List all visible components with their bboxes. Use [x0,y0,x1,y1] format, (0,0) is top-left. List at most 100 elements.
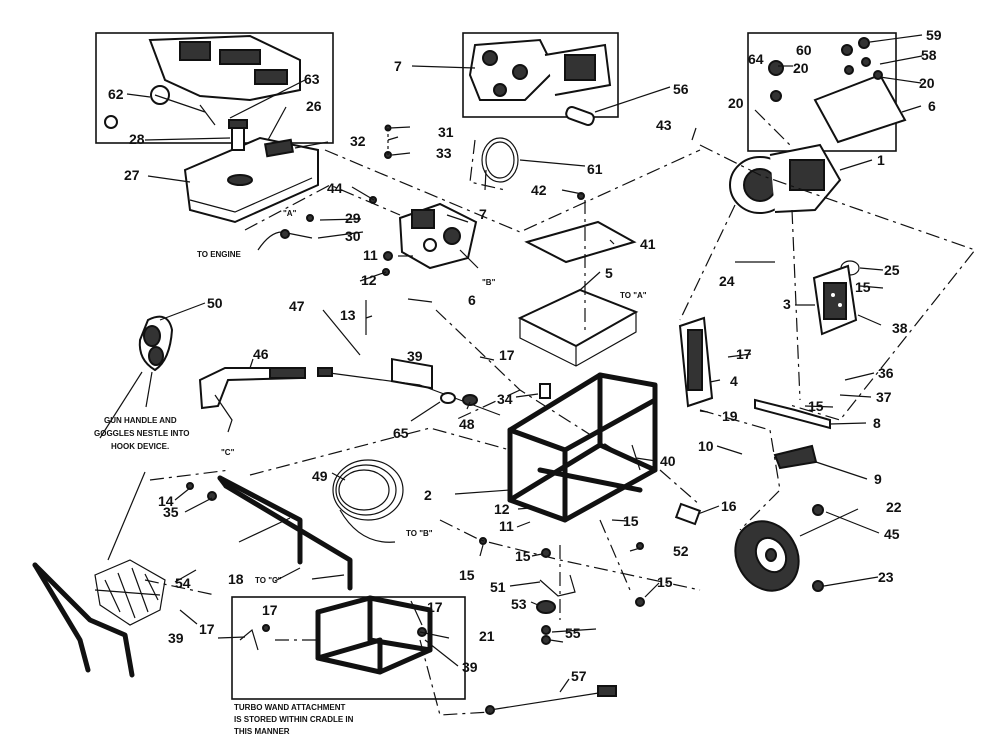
part-label-40: 40 [660,453,676,469]
pump-plug [565,105,595,127]
part-label-37: 37 [876,389,892,405]
part-label-39b: 39 [168,630,184,646]
part-label-16: 16 [721,498,737,514]
part-label-17c: 17 [199,621,215,637]
part-label-3: 3 [783,296,791,312]
nut-45 [812,504,824,516]
part-label-55: 55 [565,625,581,641]
washer-35 [207,491,217,501]
part-label-53: 53 [511,596,527,612]
turbo-wand [485,685,617,715]
part-label-20a: 20 [793,60,809,76]
part-label-8: 8 [873,415,881,431]
to-a-note: TO "A" [620,291,647,300]
bolt-52 [636,542,644,550]
part-label-11b: 11 [499,518,514,534]
tray [517,288,639,367]
part-label-7b: 7 [479,206,487,222]
part-label-31: 31 [438,124,454,140]
part-label-36: 36 [878,365,894,381]
part-label-46: 46 [253,346,269,362]
part-label-61: 61 [587,161,603,177]
part-label-52: 52 [673,543,689,559]
part-label-2: 2 [424,487,432,503]
part-label-9: 9 [874,471,882,487]
part-label-56: 56 [673,81,689,97]
part-label-63: 63 [304,71,320,87]
turbo-note-line3: THIS MANNER [234,727,290,736]
part-label-50: 50 [207,295,223,311]
engine-block [104,34,301,129]
washer-21 [541,625,551,635]
assembly-lines [144,109,976,716]
part-label-15d: 15 [515,548,531,564]
bolt-40 [631,444,641,471]
part-label-43: 43 [656,117,672,133]
annotations: TO ENGINE "A" "B" "C" TO "A" TO "B" TO "… [94,209,647,736]
part-label-59: 59 [926,27,942,43]
screw-42 [577,192,585,200]
high-pressure-hose [332,459,404,543]
turbo-note-line2: IS STORED WITHIN CRADLE IN [234,715,354,724]
inset-engine-valve [95,32,334,144]
part-label-21: 21 [479,628,495,644]
gun-note-line1: GUN HANDLE AND [104,416,177,425]
part-label-39a: 39 [407,348,423,364]
inset-turbo-wand [231,596,466,700]
part-label-6a: 6 [468,292,476,308]
part-label-18: 18 [228,571,244,587]
axle-nut-23 [812,580,824,592]
part-label-13: 13 [340,307,356,323]
rubber-foot [536,600,556,614]
part-label-20c: 20 [728,95,744,111]
part-label-6b: 6 [928,98,936,114]
side-panel [678,316,714,408]
part-label-34: 34 [497,391,513,407]
part-label-15f: 15 [657,574,673,590]
part-label-33: 33 [436,145,452,161]
turbo-note-line1: TURBO WAND ATTACHMENT [234,703,346,712]
part-label-32: 32 [350,133,366,149]
marker-b: "B" [482,278,496,287]
part-label-39c: 39 [462,659,478,675]
coiled-hose-small [481,137,519,191]
pump-assembly-top [468,38,612,101]
part-label-49: 49 [312,468,328,484]
part-label-14: 14 [158,493,174,509]
part-label-26: 26 [306,98,322,114]
part-label-12a: 12 [361,272,377,288]
part-label-29: 29 [345,210,361,226]
part-label-5: 5 [605,265,613,281]
marker-c: "C" [221,448,235,457]
part-label-22: 22 [886,499,902,515]
part-label-20b: 20 [919,75,935,91]
cover-plate [524,220,637,264]
accessory-basket [94,559,166,626]
part-label-17e: 17 [427,599,443,615]
generator-head [729,143,842,214]
part-label-17b: 17 [736,346,752,362]
part-label-10: 10 [698,438,714,454]
bolt-14 [186,482,194,490]
part-label-7a: 7 [394,58,402,74]
main-frame [507,372,658,523]
part-label-11a: 11 [363,247,378,263]
foot-bracket [539,574,576,597]
nut-55 [541,635,551,645]
spacer-34 [539,383,551,399]
part-label-58: 58 [921,47,937,63]
inset-pump [462,32,619,118]
to-engine-note: TO ENGINE [197,250,242,259]
part-label-17a: 17 [499,347,515,363]
bolts-20 [768,37,883,102]
part-label-38: 38 [892,320,908,336]
part-label-1: 1 [877,152,885,168]
leader-lines [99,34,923,693]
safety-goggles [138,315,174,372]
part-label-15a: 15 [855,279,871,295]
part-label-25: 25 [884,262,900,278]
part-label-4: 4 [730,373,738,389]
part-label-19: 19 [722,408,738,424]
control-box [812,264,858,336]
